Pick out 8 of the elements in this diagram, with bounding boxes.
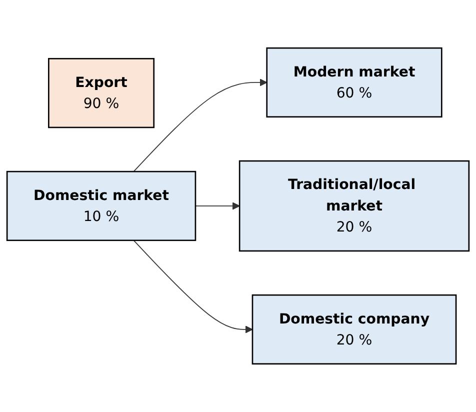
node-box: Domestic company 20 % — [252, 294, 457, 365]
arrow — [133, 240, 253, 334]
arrow — [133, 78, 268, 172]
arrow — [195, 202, 240, 210]
node-box: Export 90 % — [48, 58, 155, 128]
node-box: Traditional/local market 20 % — [238, 160, 470, 252]
node-box: Domestic market 10 % — [6, 170, 196, 242]
node-box: Modern market 60 % — [266, 47, 442, 118]
